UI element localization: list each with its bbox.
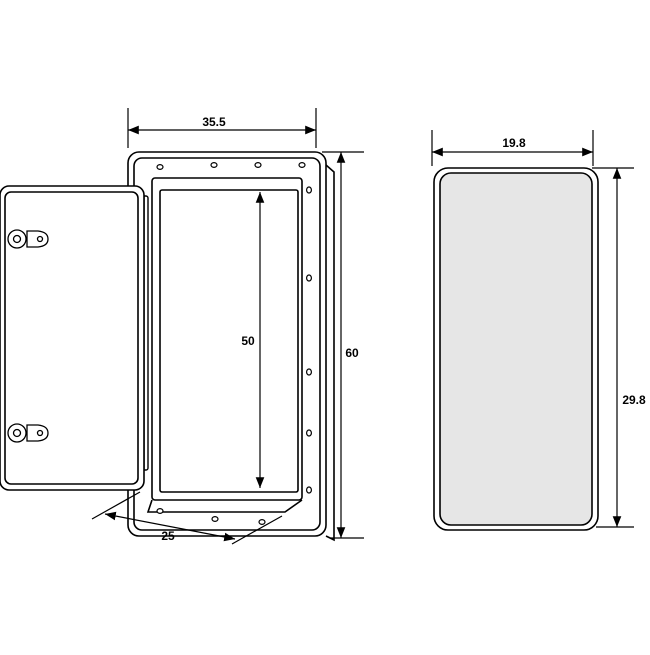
screw-hole — [258, 518, 266, 525]
door-latch-bottom — [7, 423, 49, 443]
panel — [433, 167, 599, 531]
hatch-door — [0, 185, 145, 491]
latch-knob-center — [12, 234, 22, 244]
frame-outer-edge — [127, 151, 327, 537]
frame-opening — [151, 177, 303, 501]
screw-hole — [306, 186, 313, 194]
latch-knob-center — [12, 428, 22, 438]
screw-hole — [306, 368, 313, 376]
panel-face — [439, 172, 593, 526]
extension-line — [231, 515, 283, 545]
dim-panel-height — [592, 167, 634, 528]
label-opening-height: 50 — [241, 334, 255, 348]
screw-hole — [156, 164, 164, 171]
hatch-frame — [127, 151, 335, 542]
door-outer-edge — [0, 185, 145, 491]
label-panel-width: 19.8 — [502, 136, 526, 150]
dim-door-depth — [91, 491, 283, 545]
screw-hole — [306, 486, 313, 494]
screw-hole — [210, 162, 218, 169]
label-frame-width: 35.5 — [202, 115, 226, 129]
latch-tab-hole — [36, 235, 44, 243]
dim-frame-height — [322, 151, 364, 539]
latch-tab-hole — [36, 429, 44, 437]
label-door-depth: 25 — [161, 529, 175, 543]
screw-hole — [298, 162, 306, 169]
screw-hole — [306, 429, 313, 437]
label-frame-height: 60 — [345, 346, 359, 360]
screw-hole — [156, 508, 164, 515]
frame-side-depth — [325, 164, 335, 542]
dim-panel-width — [431, 130, 594, 166]
door-latch-top — [7, 229, 49, 249]
door-inner-edge — [4, 191, 139, 485]
dim-frame-width — [127, 108, 317, 148]
screw-hole — [306, 274, 313, 282]
label-panel-height: 29.8 — [622, 393, 646, 407]
extension-line — [91, 491, 141, 520]
screw-hole — [211, 515, 219, 522]
frame-opening-inner — [159, 189, 299, 493]
screw-hole — [254, 162, 262, 169]
dimension-line — [104, 511, 236, 542]
